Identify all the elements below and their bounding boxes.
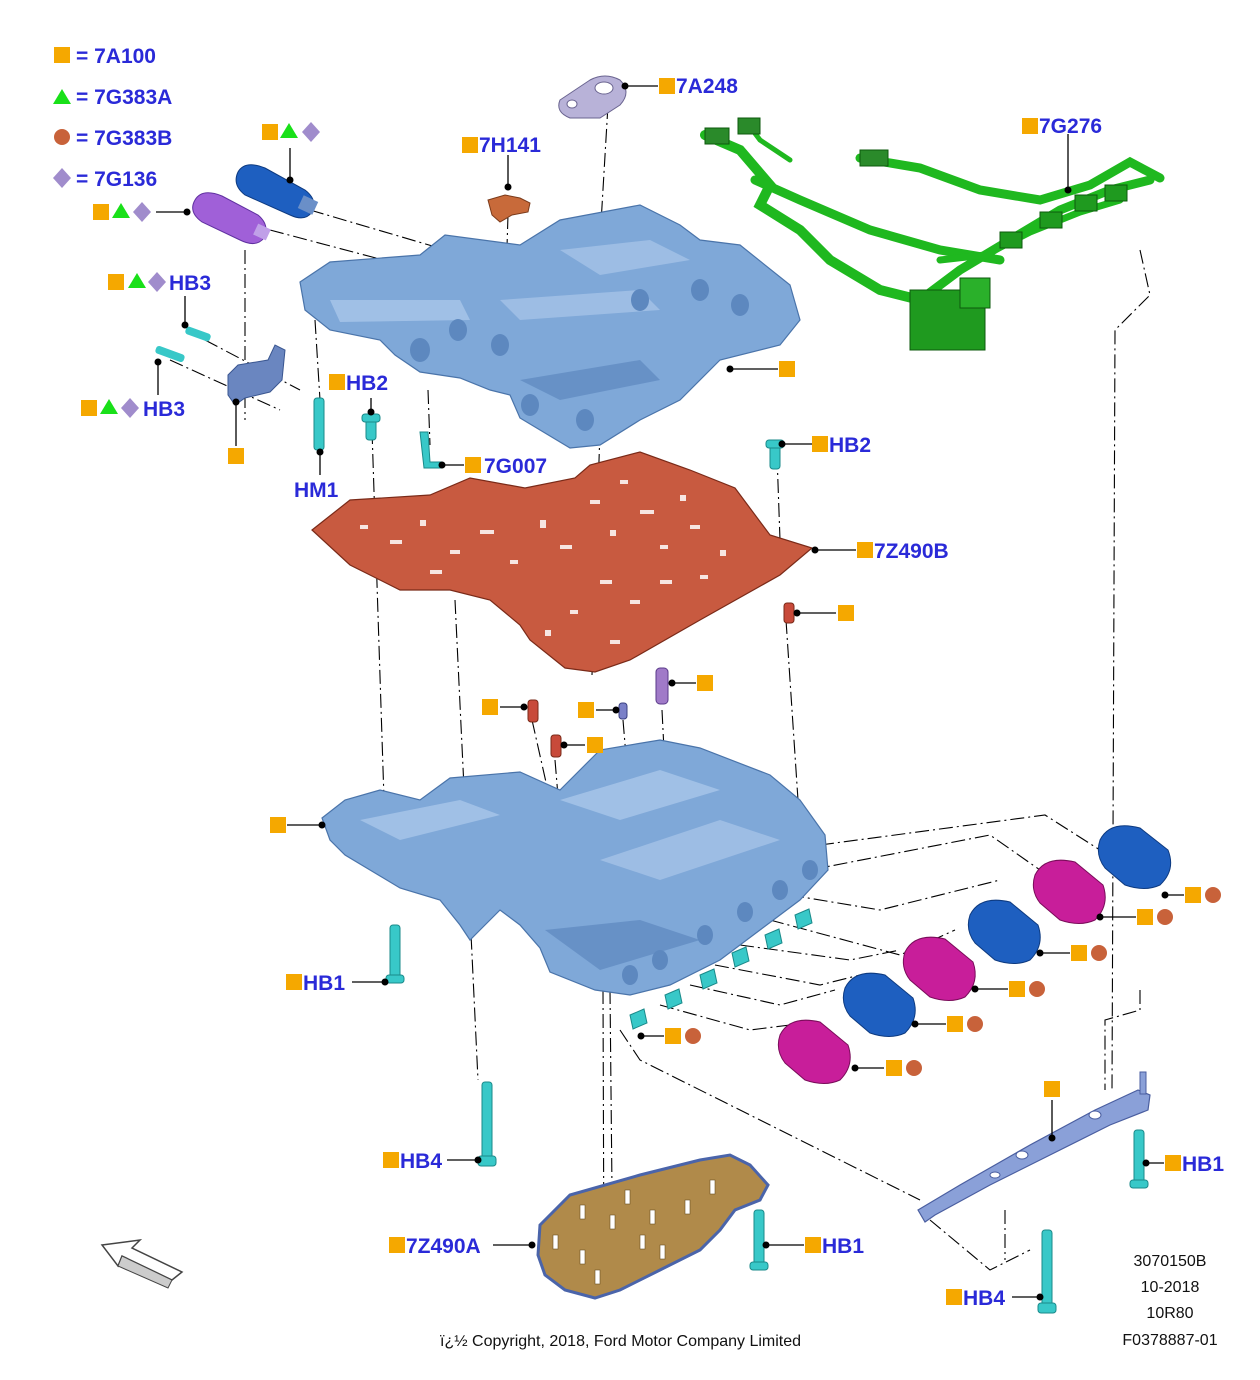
solenoid-magenta-1 [1032, 859, 1106, 924]
mid-part-red-plug-1 [527, 699, 539, 723]
solenoid-magenta-3 [777, 1019, 851, 1084]
info-line-1: 3070150B [1134, 1253, 1207, 1270]
solenoid-retaining-bracket [227, 344, 286, 406]
part-7a248 [558, 75, 627, 119]
upper-solenoid-blue [235, 164, 319, 219]
label-7h141: 7H141 [479, 134, 541, 157]
hb4-bolt-right [1037, 1229, 1057, 1314]
label-hb4-right: HB4 [963, 1287, 1005, 1310]
label-hb2-left: HB2 [346, 372, 388, 395]
hb2-bolt-left [361, 413, 381, 441]
legend-triangle-icon [53, 89, 71, 104]
label-hb3-bottom: HB3 [143, 398, 185, 421]
legend-square-icon [54, 47, 70, 63]
mid-part-red-plug-3 [783, 602, 795, 624]
solenoid-blue-1 [1097, 825, 1172, 889]
label-hb4-left: HB4 [400, 1150, 442, 1173]
legend-entry-7G383B: = 7G383B [76, 127, 172, 150]
hb3-bolt-upper [185, 326, 211, 342]
label-hm1: HM1 [294, 479, 339, 502]
label-hb1-right: HB1 [1182, 1153, 1224, 1176]
mid-part-red-plug-2 [550, 734, 562, 758]
hb3-bolt-lower [155, 345, 185, 363]
lower-valve-body [321, 739, 829, 996]
hm1-pin [313, 397, 325, 451]
hb1-bolt-left [385, 924, 405, 984]
solenoid-bracket-right [917, 1071, 1151, 1223]
hb1-bolt-mid [749, 1209, 769, 1271]
solenoid-magenta-2 [902, 936, 976, 1001]
mid-part-purple-valve [655, 667, 669, 705]
upper-valve-body [299, 204, 801, 449]
legend-entry-7A100: = 7A100 [76, 45, 156, 68]
hb4-bolt-left [477, 1081, 497, 1167]
info-line-3: 10R80 [1146, 1305, 1193, 1322]
part-7h141 [487, 194, 531, 223]
solenoid-clips [629, 908, 813, 1030]
lower-plate-7z490a [536, 1153, 770, 1300]
part-7g007 [419, 431, 443, 469]
info-line-4: F0378887-01 [1122, 1332, 1217, 1349]
drawing-info-block: 3070150B 10-2018 10R80 F0378887-01 [1122, 1253, 1217, 1349]
legend-diamond-icon [53, 168, 71, 188]
callouts: 7A248 7G276 7H141 HB3 [81, 75, 1224, 1310]
direction-arrow-icon [100, 1238, 184, 1289]
info-line-2: 10-2018 [1141, 1279, 1200, 1296]
label-7g007: 7G007 [484, 455, 547, 478]
solenoid-blue-3 [842, 972, 916, 1037]
label-hb1-mid: HB1 [822, 1235, 864, 1258]
legend-entry-7G136: = 7G136 [76, 168, 157, 191]
label-hb1-left: HB1 [303, 972, 345, 995]
copyright-notice: ï¿½ Copyright, 2018, Ford Motor Company … [440, 1333, 801, 1350]
mid-part-purple-plug [618, 702, 628, 720]
legend: = 7A100 = 7G383A = 7G383B = 7G136 [53, 45, 172, 191]
legend-circle-icon [54, 129, 70, 145]
label-7a248: 7A248 [676, 75, 738, 98]
upper-solenoid-purple [192, 192, 271, 244]
shift-solenoids [777, 825, 1172, 1084]
solenoid-blue-2 [967, 899, 1041, 964]
legend-entry-7G383A: = 7G383A [76, 86, 172, 109]
label-hb3-top: HB3 [169, 272, 211, 295]
label-7g276: 7G276 [1039, 115, 1102, 138]
label-7z490a: 7Z490A [406, 1235, 481, 1258]
separator-plate-7z490b [311, 451, 814, 673]
harness-connector-block [704, 117, 1128, 351]
label-7z490b: 7Z490B [874, 540, 949, 563]
hb1-bolt-right [1129, 1129, 1149, 1189]
label-hb2-right: HB2 [829, 434, 871, 457]
